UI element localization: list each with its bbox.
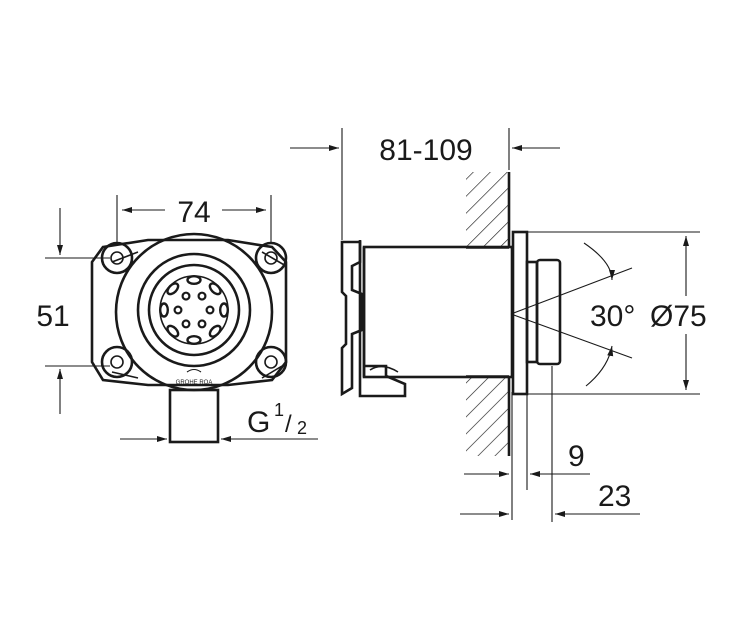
offset-dimension: 23 <box>460 366 640 522</box>
thread-numerator: 1 <box>274 400 284 420</box>
wall-section <box>466 172 511 456</box>
front-view: GROHE ROA 74 51 G 1 / 2 <box>36 195 318 444</box>
projection-dimension: 9 <box>464 392 590 520</box>
nozzle-hole <box>205 305 215 315</box>
thread-dimension: G 1 / 2 <box>120 400 318 442</box>
nozzle-hole <box>181 291 191 301</box>
height-label: 51 <box>36 300 69 333</box>
nozzle-hole <box>173 305 183 315</box>
depth-dimension: 81-109 <box>290 128 560 240</box>
nozzle-hole <box>159 302 170 318</box>
nozzle-holes <box>159 275 229 345</box>
nozzle-hole <box>218 302 229 318</box>
nozzle-hole <box>166 282 180 296</box>
knurled-ring <box>535 258 562 366</box>
angle-label: 30° <box>590 300 635 333</box>
nozzle-hole <box>197 291 207 301</box>
diameter-label: Ø75 <box>650 300 707 333</box>
diameter-dimension: Ø75 <box>527 231 707 395</box>
width-label: 74 <box>177 196 210 229</box>
offset-label: 23 <box>598 480 631 513</box>
depth-label: 81-109 <box>379 134 472 167</box>
nozzle-hole <box>166 324 180 338</box>
nozzle-hole <box>186 334 202 345</box>
spray-head <box>136 252 252 368</box>
thread-denominator: 2 <box>297 418 307 438</box>
brand-logo: GROHE ROA <box>176 380 213 386</box>
width-dimension: 74 <box>116 195 272 243</box>
height-dimension: 51 <box>36 208 110 414</box>
nozzle-hole <box>197 319 207 329</box>
nozzle-hole <box>186 275 202 286</box>
pipe-connection <box>168 388 220 444</box>
thread-label: G <box>247 406 270 439</box>
spray-angle: 30° <box>510 242 635 387</box>
side-view: 30° Ø75 81-109 9 <box>290 128 707 522</box>
nozzle-hole <box>208 324 222 338</box>
nozzle-hole <box>208 282 222 296</box>
cover-plate <box>511 230 562 396</box>
projection-label: 9 <box>568 440 585 473</box>
logo-mark <box>186 368 202 373</box>
nozzle-hole <box>181 319 191 329</box>
valve-body <box>340 240 514 398</box>
thread-slash: / <box>285 411 292 438</box>
